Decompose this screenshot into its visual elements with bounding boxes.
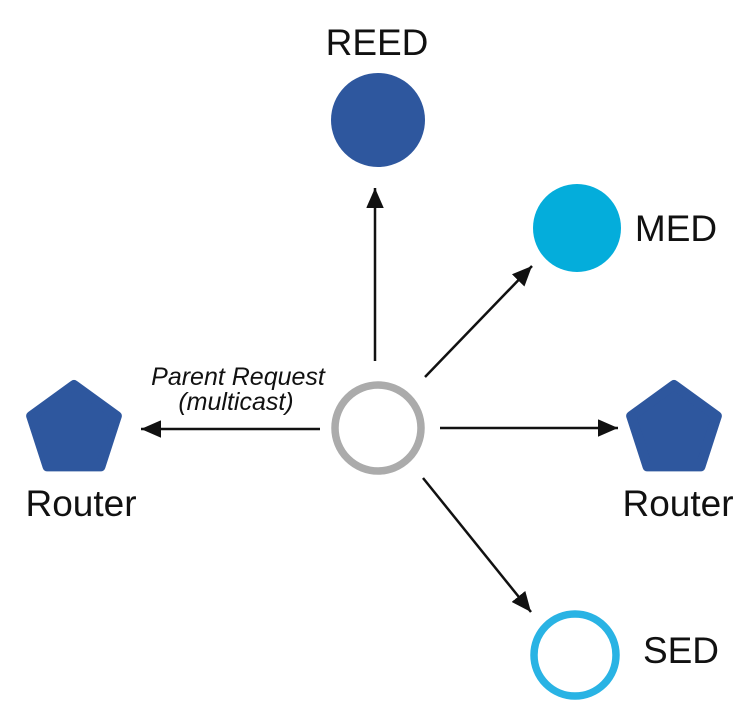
center-node-circle: [331, 381, 425, 475]
arrow-center-to-sed: [422, 477, 532, 613]
reed-label: REED: [326, 22, 429, 63]
router-left-pentagon: [26, 380, 122, 472]
annotation-parent-request: Parent Request: [151, 363, 326, 391]
router-left-label: Router: [25, 483, 136, 524]
annotation-multicast: (multicast): [178, 388, 293, 416]
sed-node-circle: [530, 610, 620, 700]
router-right-label: Router: [622, 483, 733, 524]
sed-label: SED: [643, 630, 719, 671]
med-node-circle: [533, 184, 621, 272]
router-right-pentagon: [626, 380, 722, 472]
med-label: MED: [635, 208, 717, 249]
reed-node-circle: [331, 73, 425, 167]
arrow-center-to-med: [424, 265, 533, 378]
